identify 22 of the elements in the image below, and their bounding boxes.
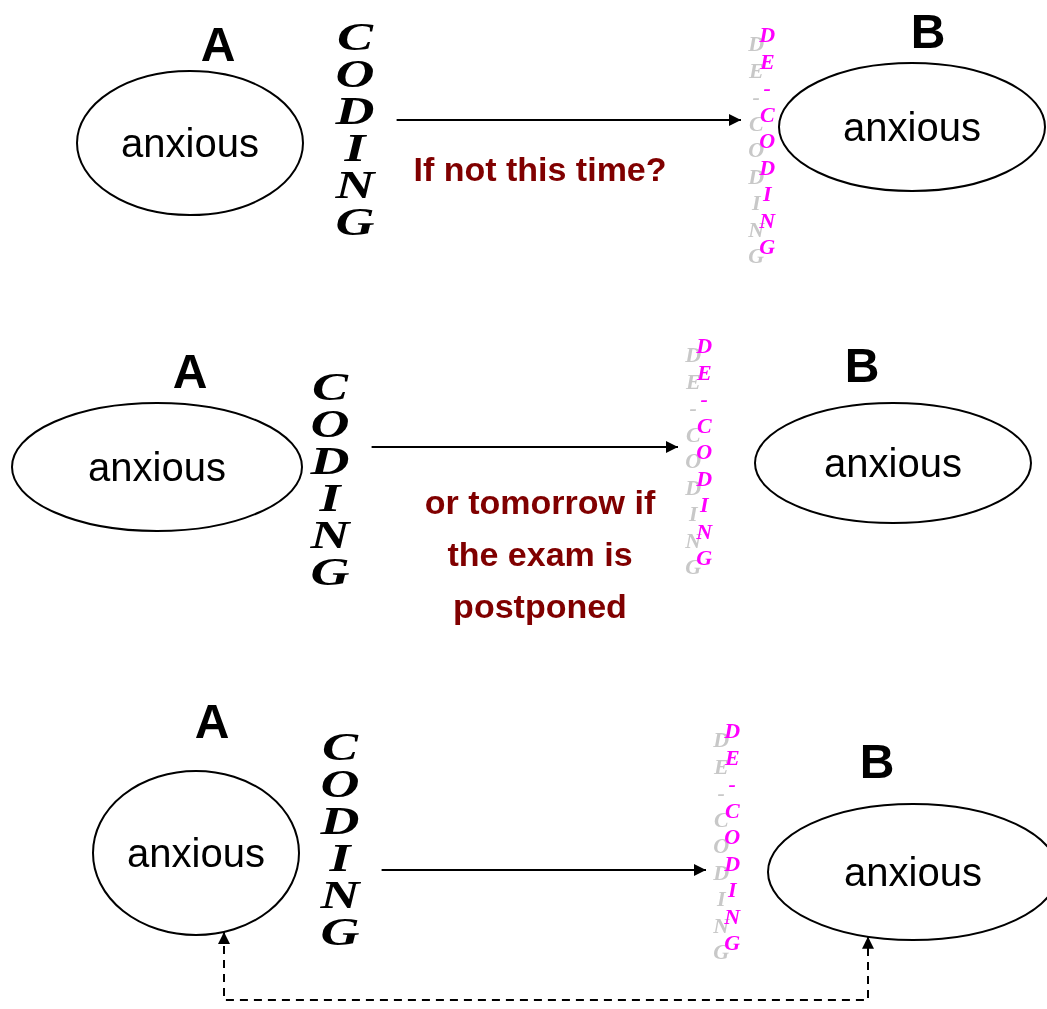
vertical-shadowed-word: DE-CODING [747, 22, 776, 271]
node-label: anxious [121, 123, 259, 163]
node-label: anxious [844, 852, 982, 892]
dashed-connector [218, 930, 874, 1001]
node-heading: B [859, 738, 895, 786]
vertical-shadowed-word: DE-CODING [684, 333, 713, 582]
node-label: anxious [127, 833, 265, 873]
node-label: anxious [88, 447, 226, 487]
arrow [380, 864, 707, 876]
arrow [395, 114, 742, 126]
node-label: anxious [824, 443, 962, 483]
node-label: anxious [843, 107, 981, 147]
vertical-word: CODING [333, 18, 377, 240]
vertical-shadowed-word: DE-CODING [712, 718, 741, 967]
node-heading: A [200, 21, 236, 69]
arrow [370, 441, 679, 453]
node-heading: B [910, 8, 946, 56]
vertical-word: CODING [308, 368, 352, 590]
node-heading: B [844, 342, 880, 390]
node-heading: A [194, 698, 230, 746]
node-heading: A [172, 348, 208, 396]
vertical-word: CODING [318, 728, 362, 950]
